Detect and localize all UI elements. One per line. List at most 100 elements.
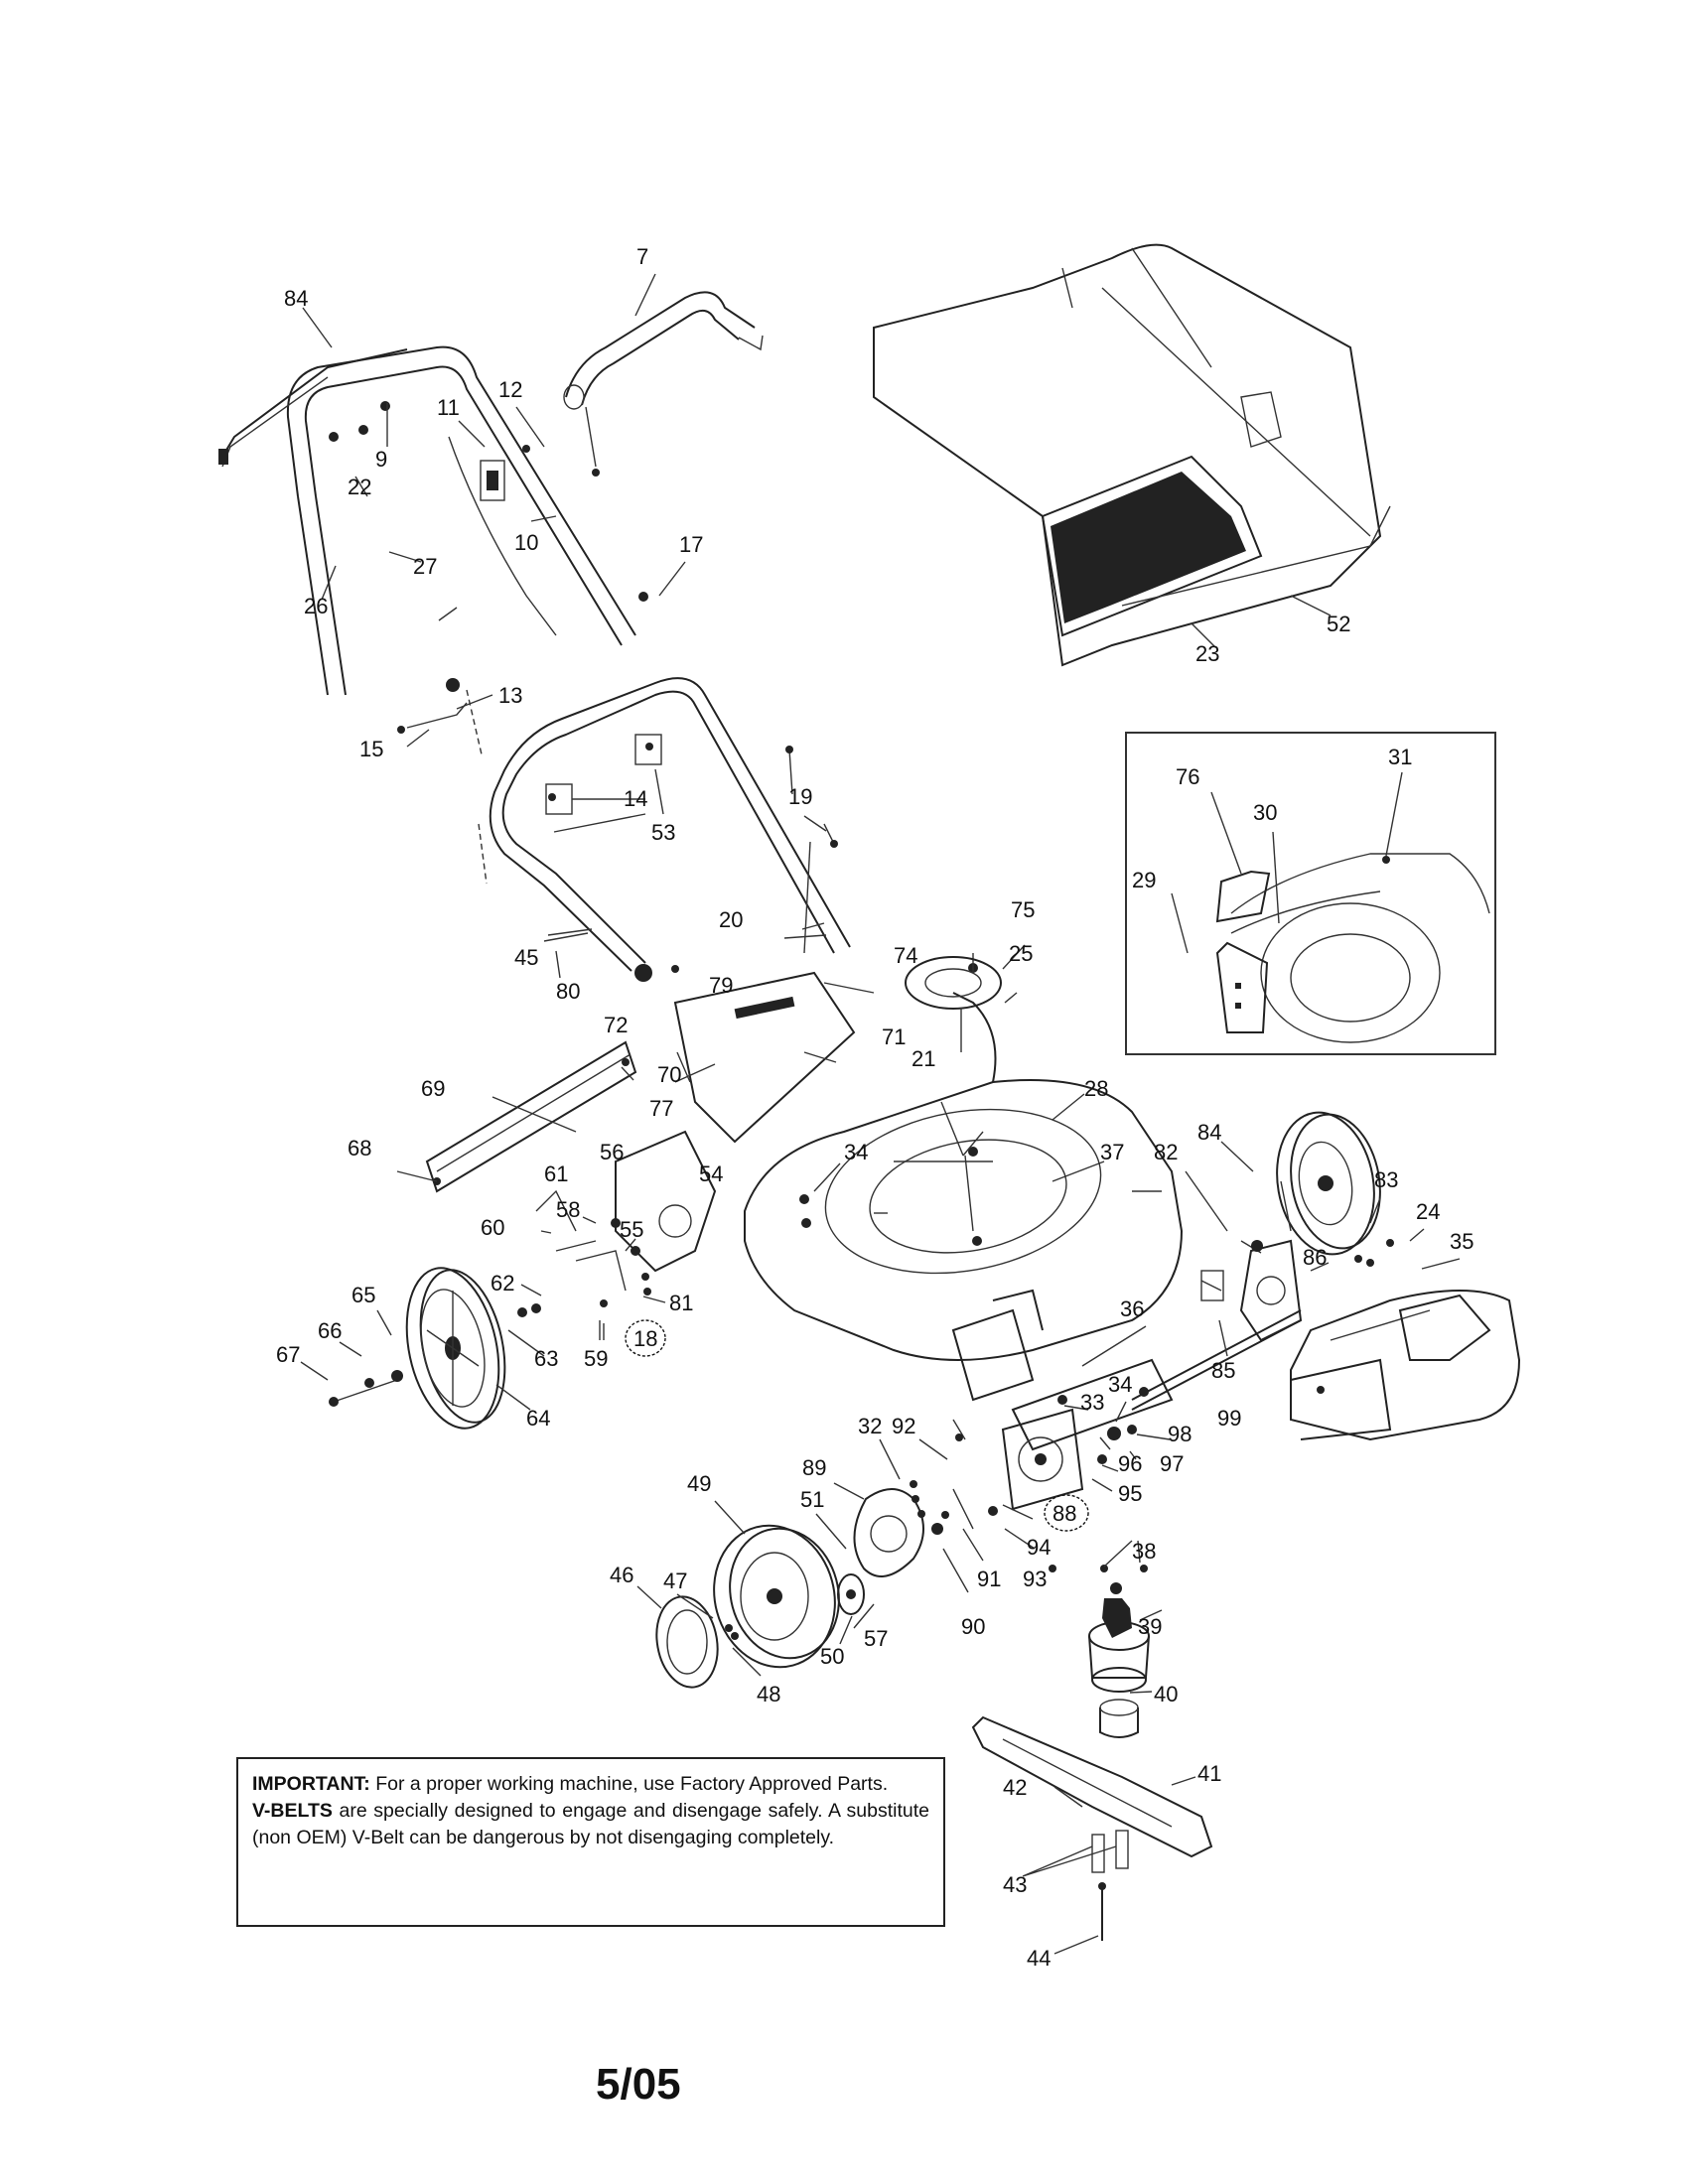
part-label: 70 bbox=[657, 1062, 681, 1087]
part-label: 66 bbox=[318, 1318, 342, 1343]
part-label: 11 bbox=[437, 395, 460, 420]
part-label: 80 bbox=[556, 979, 580, 1004]
part-label: 57 bbox=[864, 1626, 888, 1651]
part-label: 89 bbox=[802, 1455, 826, 1480]
part-label: 42 bbox=[1003, 1775, 1027, 1800]
part-label: 59 bbox=[584, 1346, 608, 1371]
part-label: 94 bbox=[1027, 1535, 1051, 1560]
transmission bbox=[1131, 1239, 1394, 1411]
vbelts-text: are specially designed to engage and dis… bbox=[252, 1800, 929, 1848]
front-wheel bbox=[655, 1524, 865, 1689]
part-label: 52 bbox=[1327, 612, 1350, 636]
part-label: 83 bbox=[1374, 1167, 1398, 1192]
part-label: 85 bbox=[1211, 1358, 1235, 1383]
part-label: 7 bbox=[636, 244, 648, 269]
part-label: 98 bbox=[1168, 1422, 1192, 1446]
part-label: 51 bbox=[800, 1487, 824, 1512]
part-label: 22 bbox=[348, 475, 371, 499]
part-label: 33 bbox=[1080, 1390, 1104, 1415]
part-label: 93 bbox=[1023, 1567, 1047, 1591]
part-label: 44 bbox=[1027, 1946, 1051, 1971]
part-label: 49 bbox=[687, 1471, 711, 1496]
part-label: 19 bbox=[788, 784, 812, 809]
inset-detail bbox=[1215, 853, 1490, 1043]
blade-assembly bbox=[971, 1565, 1213, 1941]
part-label: 20 bbox=[719, 907, 743, 932]
part-label: 69 bbox=[421, 1076, 445, 1101]
part-label: 13 bbox=[498, 683, 522, 708]
part-label: 46 bbox=[610, 1563, 633, 1587]
vbelts-heading: V-BELTS bbox=[252, 1800, 333, 1822]
important-text: For a proper working machine, use Factor… bbox=[375, 1773, 889, 1795]
part-label: 9 bbox=[375, 447, 387, 472]
part-label: 31 bbox=[1388, 745, 1412, 769]
important-heading: IMPORTANT: bbox=[252, 1773, 370, 1795]
part-label: 28 bbox=[1084, 1076, 1108, 1101]
part-label: 71 bbox=[882, 1024, 906, 1049]
part-label: 79 bbox=[709, 973, 733, 998]
handle-grip bbox=[563, 291, 764, 477]
part-label: 53 bbox=[651, 820, 675, 845]
part-label: 65 bbox=[351, 1283, 375, 1307]
part-label: 50 bbox=[820, 1644, 844, 1669]
part-label: 95 bbox=[1118, 1481, 1142, 1506]
part-label: 36 bbox=[1120, 1297, 1144, 1321]
part-label: 32 bbox=[858, 1414, 882, 1438]
reference-circle bbox=[625, 1319, 666, 1357]
part-label: 91 bbox=[977, 1567, 1001, 1591]
part-label: 54 bbox=[699, 1161, 723, 1186]
gear-box bbox=[1001, 1408, 1137, 1511]
inset-frame bbox=[1125, 732, 1496, 1055]
control-cable bbox=[448, 436, 557, 636]
rear-wheel bbox=[329, 1267, 541, 1430]
part-label: 84 bbox=[284, 286, 308, 311]
part-label: 92 bbox=[892, 1414, 915, 1438]
part-label: 67 bbox=[276, 1342, 300, 1367]
part-label: 38 bbox=[1132, 1539, 1156, 1564]
part-label: 27 bbox=[413, 554, 437, 579]
part-label: 86 bbox=[1303, 1245, 1327, 1270]
part-label: 58 bbox=[556, 1197, 580, 1222]
part-label: 41 bbox=[1197, 1761, 1221, 1786]
leader-lines bbox=[300, 273, 1461, 1955]
part-label: 29 bbox=[1132, 868, 1156, 892]
engine-mount bbox=[951, 1289, 1174, 1451]
part-label: 96 bbox=[1118, 1451, 1142, 1476]
part-label: 10 bbox=[514, 530, 538, 555]
part-label: 34 bbox=[844, 1140, 868, 1164]
part-label: 61 bbox=[544, 1161, 568, 1186]
part-label: 47 bbox=[663, 1569, 687, 1593]
part-label: 88 bbox=[1052, 1501, 1076, 1526]
part-label: 82 bbox=[1154, 1140, 1178, 1164]
mower-deck bbox=[744, 956, 1184, 1361]
part-label: 75 bbox=[1011, 897, 1035, 922]
part-label: 25 bbox=[1009, 941, 1033, 966]
part-label: 63 bbox=[534, 1346, 558, 1371]
part-label: 62 bbox=[491, 1271, 514, 1296]
part-label: 76 bbox=[1176, 764, 1199, 789]
part-label: 97 bbox=[1160, 1451, 1184, 1476]
part-label: 23 bbox=[1195, 641, 1219, 666]
right-drive-wheel bbox=[1240, 1111, 1381, 1256]
part-label: 14 bbox=[624, 786, 647, 811]
part-label: 72 bbox=[604, 1013, 628, 1037]
part-label: 24 bbox=[1416, 1199, 1440, 1224]
part-label: 30 bbox=[1253, 800, 1277, 825]
part-label: 15 bbox=[359, 737, 383, 761]
grass-bag bbox=[873, 243, 1391, 667]
part-label: 26 bbox=[304, 594, 328, 618]
part-label: 68 bbox=[348, 1136, 371, 1160]
drive-hardware bbox=[853, 1419, 1108, 1577]
part-label: 74 bbox=[894, 943, 917, 968]
part-label: 21 bbox=[912, 1046, 935, 1071]
upper-hardware bbox=[329, 401, 648, 734]
part-label: 90 bbox=[961, 1614, 985, 1639]
front-cover bbox=[1290, 1290, 1521, 1441]
part-label: 17 bbox=[679, 532, 703, 557]
part-label: 43 bbox=[1003, 1872, 1027, 1897]
control-bar bbox=[218, 348, 408, 468]
part-label: 56 bbox=[600, 1140, 624, 1164]
part-label: 77 bbox=[649, 1096, 673, 1121]
rear-flap bbox=[425, 1040, 637, 1193]
part-label: 34 bbox=[1108, 1372, 1132, 1397]
